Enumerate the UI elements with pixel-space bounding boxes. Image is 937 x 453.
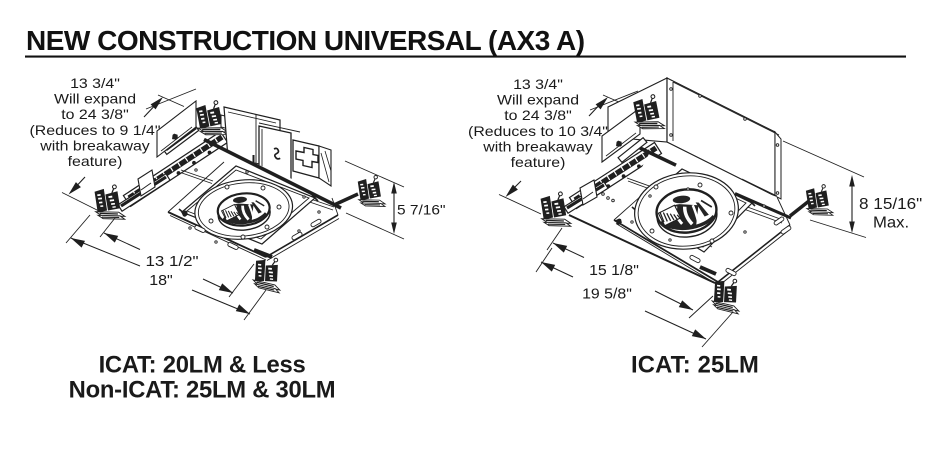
svg-text:with breakaway: with breakaway bbox=[39, 138, 150, 154]
svg-text:13 1/2": 13 1/2" bbox=[145, 254, 198, 270]
svg-text:13 3/4": 13 3/4" bbox=[513, 77, 563, 93]
svg-text:(Reduces to 10 3/4": (Reduces to 10 3/4" bbox=[468, 124, 608, 140]
svg-text:18": 18" bbox=[149, 272, 173, 288]
svg-text:Max.: Max. bbox=[873, 214, 909, 231]
svg-text:ICAT: 25LM: ICAT: 25LM bbox=[631, 352, 759, 379]
svg-text:feature): feature) bbox=[511, 155, 566, 171]
svg-text:15 1/8": 15 1/8" bbox=[589, 262, 639, 278]
svg-text:13 3/4": 13 3/4" bbox=[70, 76, 120, 92]
svg-text:8 15/16": 8 15/16" bbox=[859, 195, 922, 212]
svg-text:(Reduces to 9 1/4": (Reduces to 9 1/4" bbox=[29, 123, 160, 139]
svg-text:to 24 3/8": to 24 3/8" bbox=[61, 107, 128, 123]
svg-text:Will expand: Will expand bbox=[497, 92, 579, 108]
svg-text:ICAT: 20LM & Less: ICAT: 20LM & Less bbox=[99, 352, 306, 379]
svg-text:19 5/8": 19 5/8" bbox=[582, 286, 632, 302]
svg-text:with breakaway: with breakaway bbox=[482, 139, 593, 155]
svg-text:to 24 3/8": to 24 3/8" bbox=[504, 108, 571, 124]
svg-text:Will expand: Will expand bbox=[54, 91, 136, 107]
svg-text:feature): feature) bbox=[68, 154, 123, 170]
svg-text:Non-ICAT: 25LM & 30LM: Non-ICAT: 25LM & 30LM bbox=[69, 377, 336, 404]
svg-text:5 7/16": 5 7/16" bbox=[397, 203, 446, 218]
svg-text:NEW CONSTRUCTION UNIVERSAL (AX: NEW CONSTRUCTION UNIVERSAL (AX3 A) bbox=[26, 25, 585, 56]
